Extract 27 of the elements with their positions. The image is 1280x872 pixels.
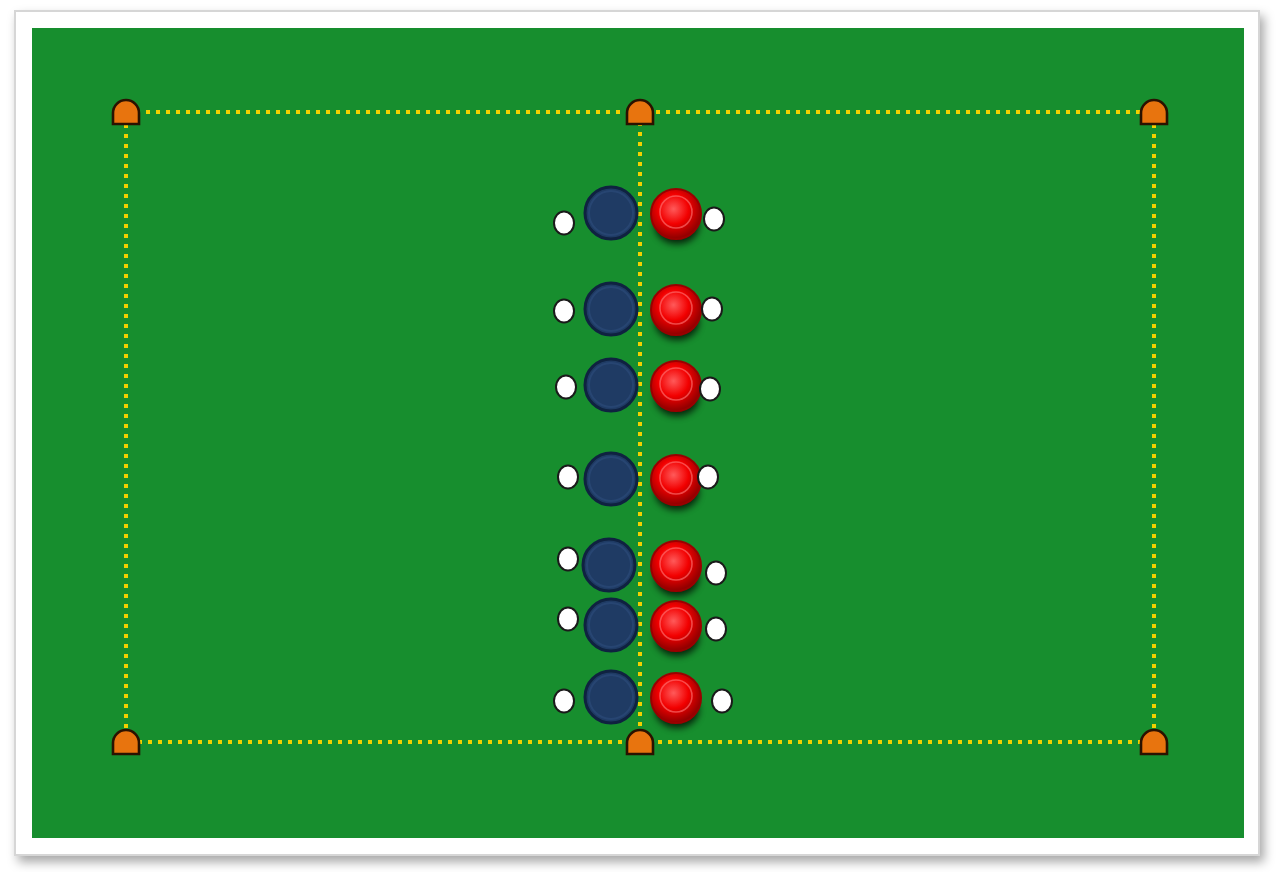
ball-icon xyxy=(554,373,578,399)
player-disc-icon xyxy=(582,279,640,337)
player-disc-icon xyxy=(582,355,640,413)
player-disc-icon xyxy=(582,183,640,241)
ball-icon xyxy=(710,687,734,713)
player-disc-icon xyxy=(580,535,638,593)
cone-icon xyxy=(110,95,142,125)
ball-icon xyxy=(555,605,579,631)
cone-icon xyxy=(624,95,656,125)
cone-icon xyxy=(110,725,142,755)
player-disc-icon xyxy=(581,595,639,653)
cone-icon xyxy=(1138,725,1170,755)
cone-icon xyxy=(624,725,656,755)
player-disc-icon xyxy=(581,667,639,725)
ball-icon xyxy=(704,559,728,585)
ball-icon xyxy=(700,295,724,321)
ball-icon xyxy=(551,687,575,713)
ball-icon xyxy=(552,298,576,324)
player-disc-icon xyxy=(582,449,640,507)
ball-icon xyxy=(698,375,722,401)
ball-icon xyxy=(556,464,580,490)
ball-icon xyxy=(702,206,726,232)
ball-icon xyxy=(552,210,576,236)
cone-icon xyxy=(1138,95,1170,125)
ball-icon xyxy=(704,615,728,641)
ball-icon xyxy=(695,464,719,490)
ball-icon xyxy=(555,545,579,571)
